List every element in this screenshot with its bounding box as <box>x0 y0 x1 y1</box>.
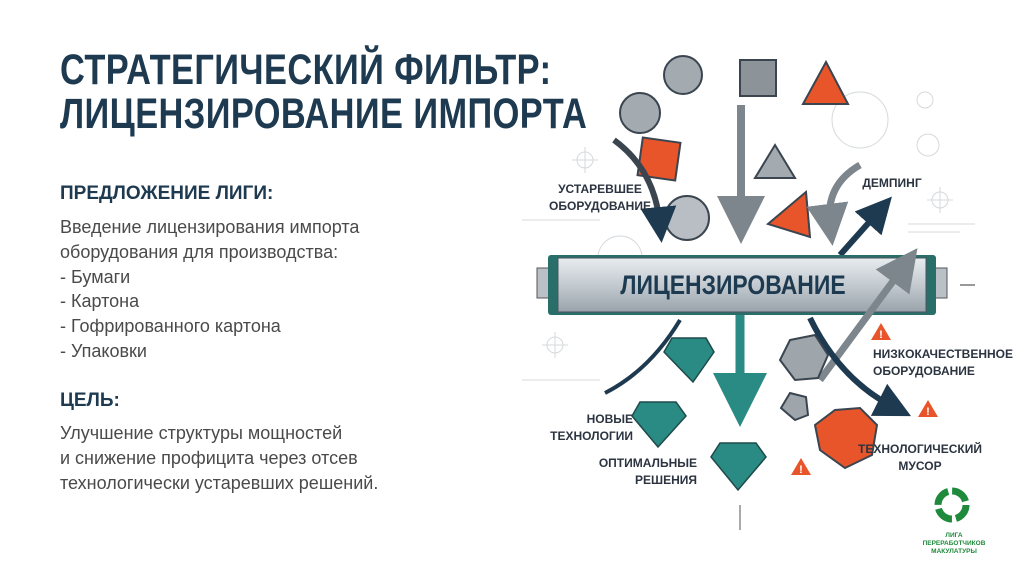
proposal-line: - Гофрированного картона <box>60 316 281 337</box>
curved-line <box>604 318 682 395</box>
label-low-quality-2: ОБОРУДОВАНИЕ <box>873 364 975 378</box>
label-dumping: ДЕМПИНГ <box>862 176 921 190</box>
warning-icon: ! <box>791 458 811 476</box>
label-outdated-2: ОБОРУДОВАНИЕ <box>549 199 651 213</box>
label-optimal-1: ОПТИМАЛЬНЫЕ <box>599 456 697 470</box>
curved-arrow-icon <box>806 161 862 246</box>
goal-line: и снижение профицита через отсев <box>60 447 358 468</box>
svg-text:!: ! <box>799 464 803 476</box>
orange-triangle-shape <box>765 189 812 239</box>
league-logo: ЛИГА ПЕРЕРАБОТЧИКОВ МАКУЛАТУРЫ <box>923 487 986 555</box>
title-line-2: ЛИЦЕНЗИРОВАНИЕ ИМПОРТА <box>60 90 588 138</box>
diamond-icon <box>710 442 767 492</box>
proposal-line: оборудования для производства: <box>60 241 339 262</box>
filter-bar: ЛИЦЕНЗИРОВАНИЕ <box>536 248 948 383</box>
output-shapes: ! ! ! <box>604 315 938 492</box>
grey-square-shape <box>739 59 777 97</box>
filter-label: ЛИЦЕНЗИРОВАНИЕ <box>620 270 845 300</box>
title-line-1: СТРАТЕГИЧЕСКИЙ ФИЛЬТР: <box>60 46 552 94</box>
diamond-icon <box>631 401 687 449</box>
label-optimal-2: РЕШЕНИЯ <box>635 473 697 487</box>
proposal-line: - Упаковки <box>60 340 147 361</box>
curved-arrow-icon <box>612 137 677 243</box>
warning-icon: ! <box>918 400 938 418</box>
proposal-line: - Картона <box>60 291 140 312</box>
label-debris-1: ТЕХНОЛОГИЧЕСКИЙ <box>858 441 982 456</box>
grey-triangle-shape <box>753 143 797 179</box>
orange-triangle-shape <box>801 59 850 105</box>
goal-line: технологически устаревших решений. <box>60 472 379 493</box>
proposal-text: Введение лицензирования импорта оборудов… <box>60 215 359 364</box>
label-outdated-1: УСТАРЕВШЕЕ <box>558 182 642 196</box>
logo-line: МАКУЛАТУРЫ <box>931 548 977 555</box>
proposal-line: - Бумаги <box>60 266 131 287</box>
label-low-quality-1: НИЗКОКАЧЕСТВЕННОЕ <box>873 347 1013 361</box>
grey-circle-shape <box>664 195 710 241</box>
proposal-line: Введение лицензирования импорта <box>60 217 360 237</box>
grey-circle-shape <box>663 55 703 95</box>
label-new-tech-1: НОВЫЕ <box>587 412 633 426</box>
orange-rock-icon <box>813 406 879 470</box>
page-title: СТРАТЕГИЧЕСКИЙ ФИЛЬТР: ЛИЦЕНЗИРОВАНИЕ ИМ… <box>60 48 587 136</box>
logo-line: ЛИГА <box>945 532 963 539</box>
reject-arrow-icon <box>807 316 912 417</box>
goal-text: Улучшение структуры мощностей и снижение… <box>60 421 378 495</box>
warning-icon: ! <box>871 323 891 341</box>
label-new-tech-2: ТЕХНОЛОГИИ <box>550 429 633 443</box>
goal-heading: ЦЕЛЬ: <box>60 390 120 411</box>
input-shapes <box>612 55 892 257</box>
rock-icon <box>779 391 810 422</box>
grey-circle-shape <box>619 92 661 134</box>
up-arrow-icon <box>837 196 892 257</box>
rock-icon <box>778 333 830 382</box>
orange-square-shape <box>636 136 682 182</box>
svg-text:!: ! <box>879 329 883 341</box>
diamond-icon <box>663 337 715 384</box>
svg-text:!: ! <box>926 406 930 418</box>
proposal-heading: ПРЕДЛОЖЕНИЕ ЛИГИ: <box>60 183 274 204</box>
label-debris-2: МУСОР <box>898 459 941 473</box>
goal-line: Улучшение структуры мощностей <box>60 423 343 443</box>
logo-line: ПЕРЕРАБОТЧИКОВ <box>923 540 986 547</box>
